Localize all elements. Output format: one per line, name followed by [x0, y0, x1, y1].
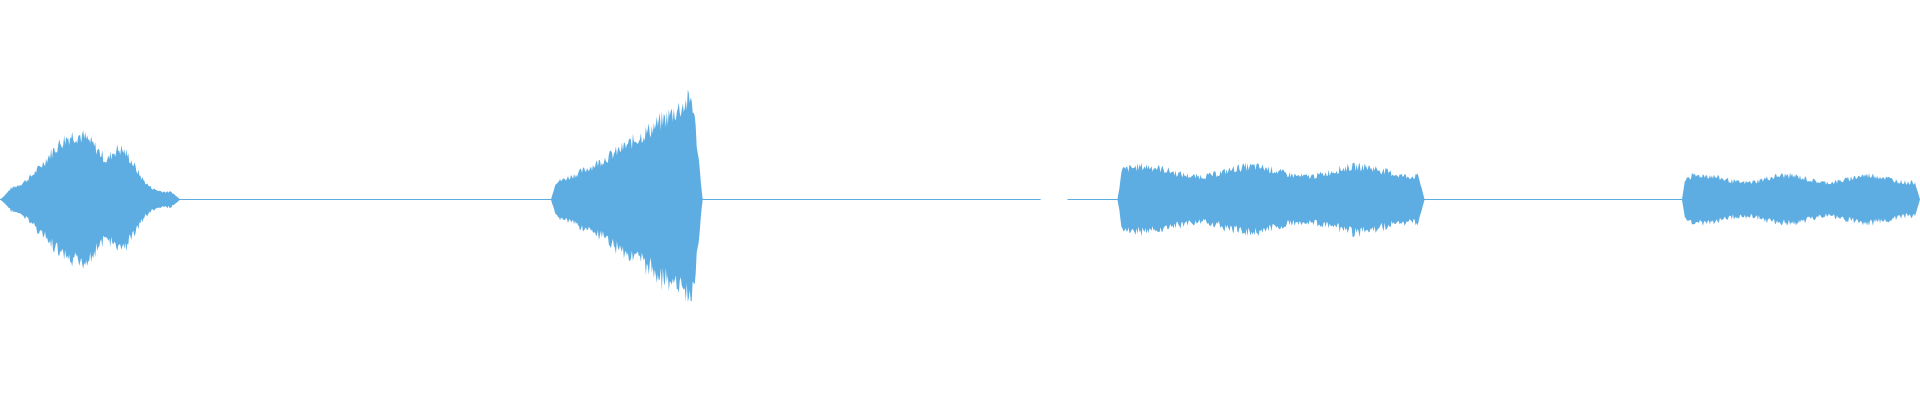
waveform-clip-3: [1117, 162, 1425, 238]
waveform-clip-4: [1681, 172, 1920, 226]
waveform-clip-2: [551, 89, 703, 302]
waveform-clip-1: [0, 130, 181, 269]
baseline-gap-1: [1040, 197, 1068, 202]
waveform-segments: [0, 89, 1920, 302]
